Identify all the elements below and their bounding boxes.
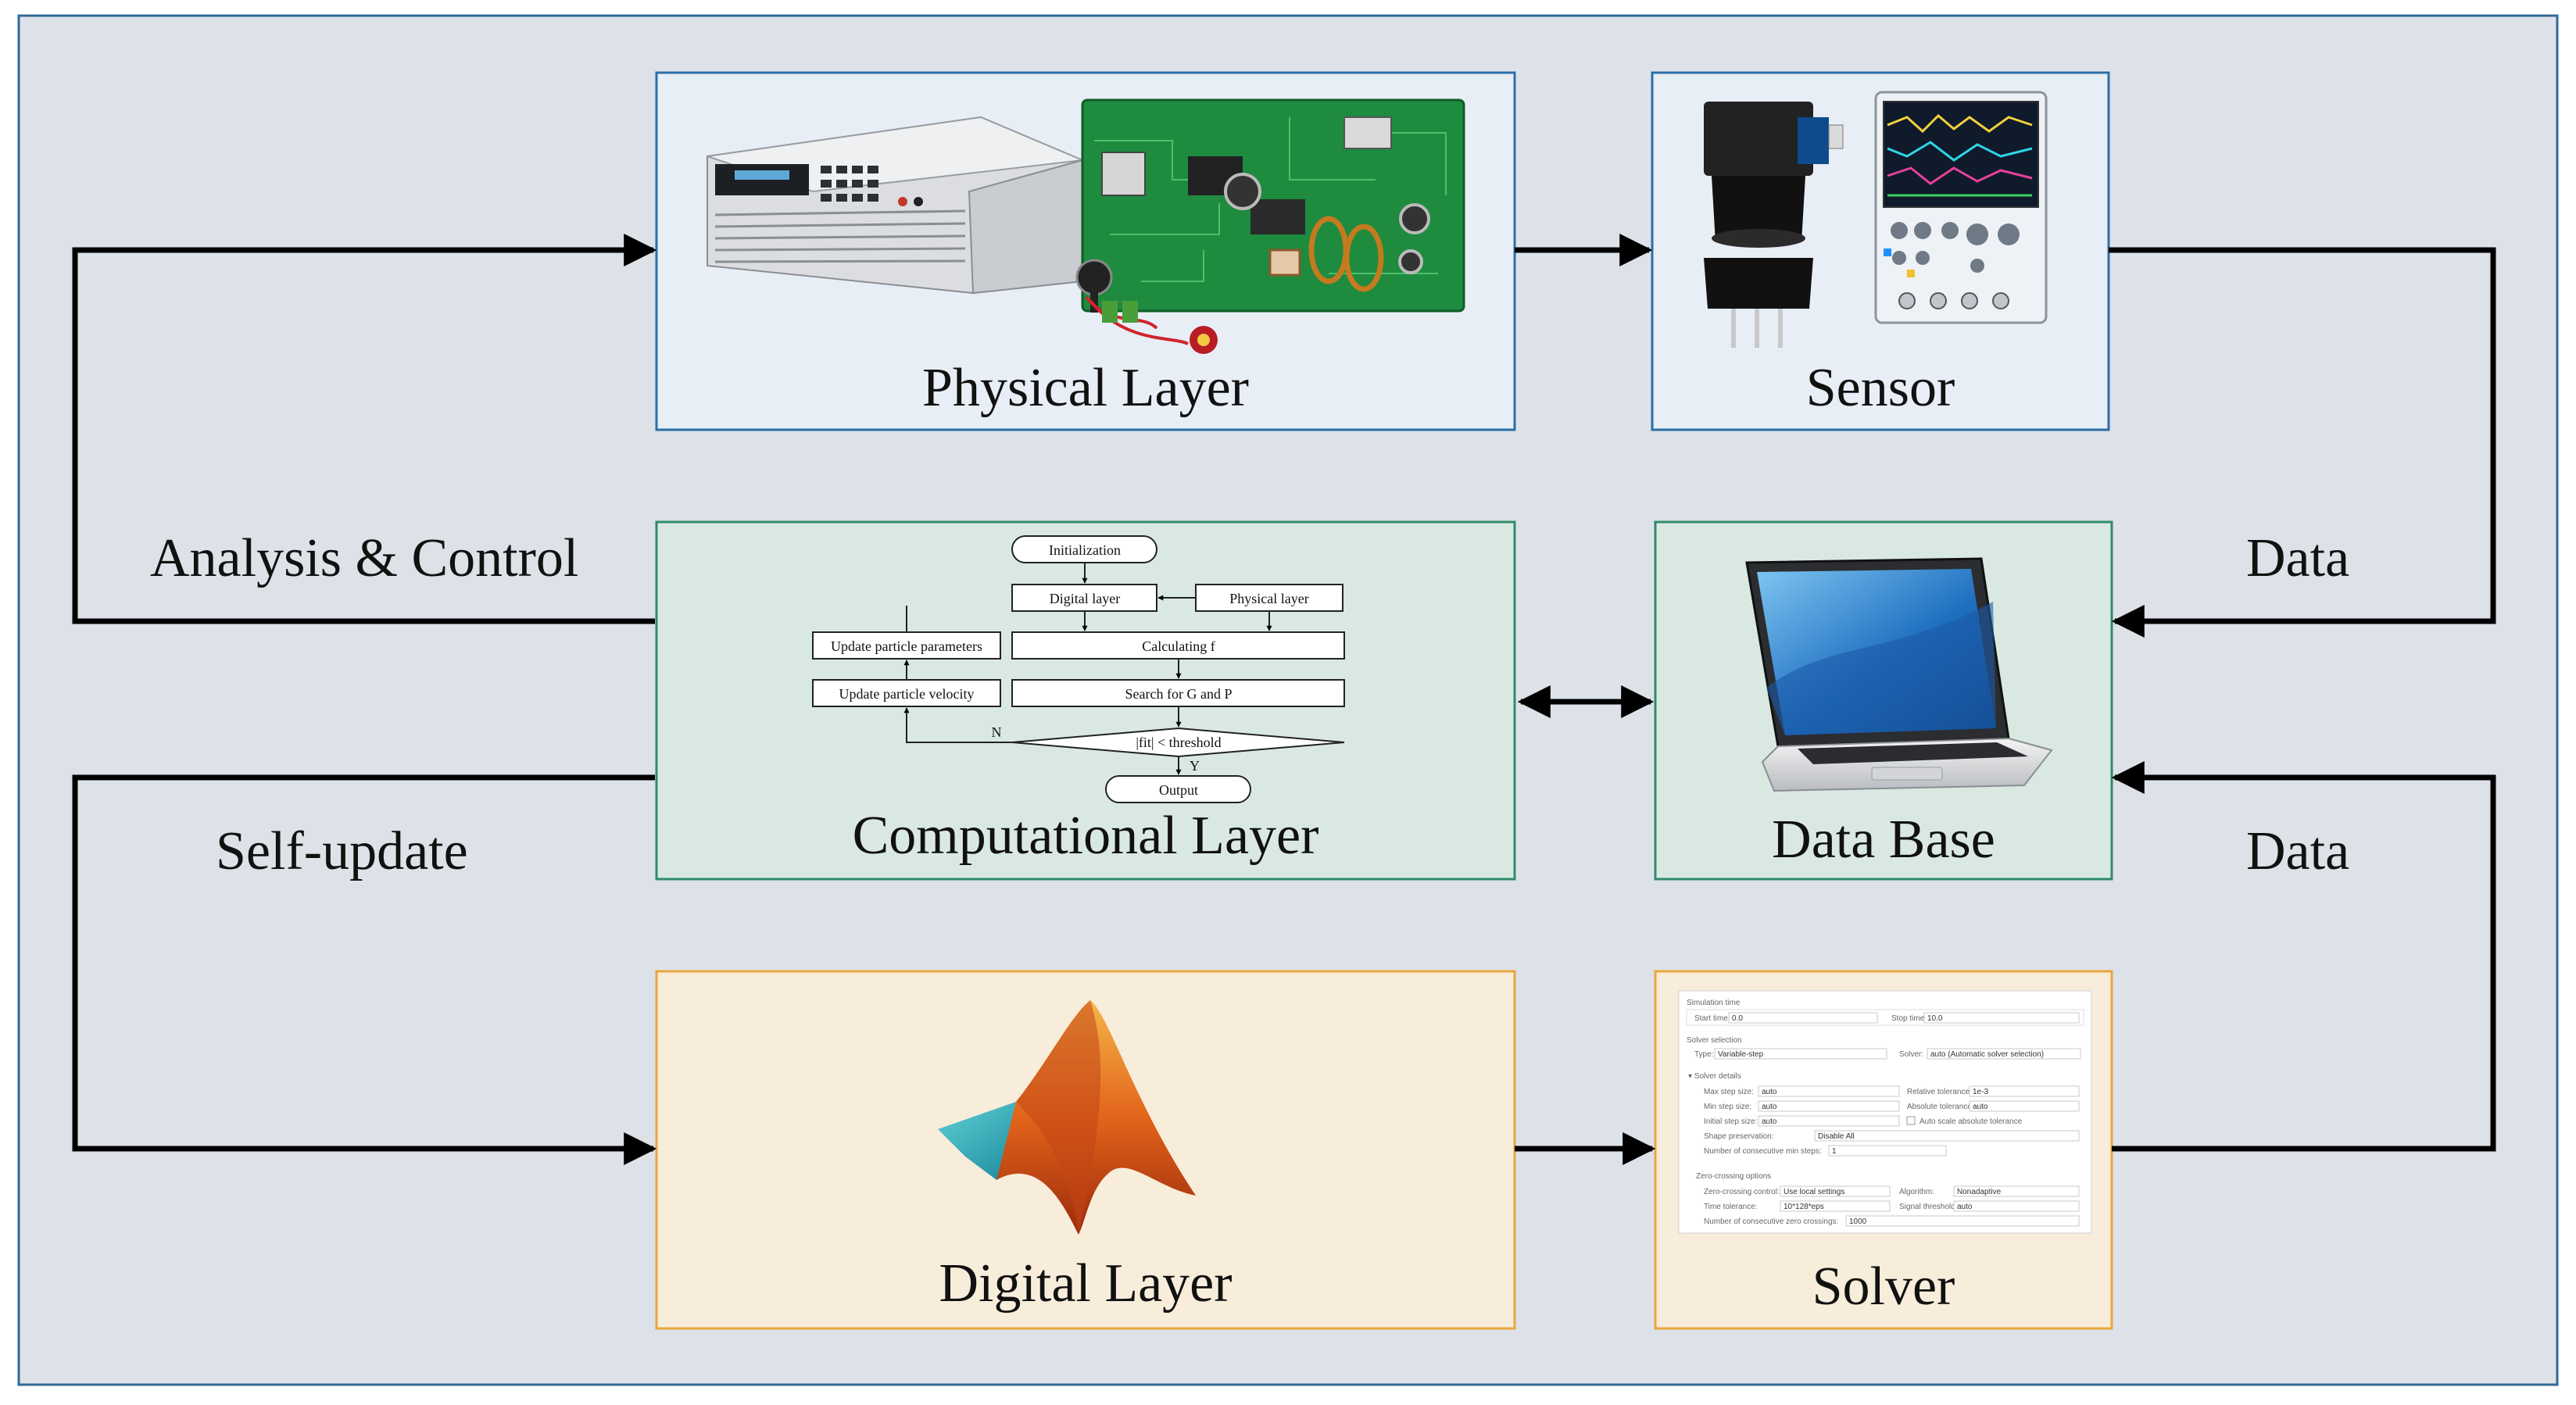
rel-tol-value: 1e-3 (1973, 1088, 1988, 1096)
fc-decision-label: |fit| < threshold (1136, 735, 1221, 750)
abs-tol-field[interactable] (1969, 1100, 2080, 1112)
time-tol-label: Time tolerance: (1704, 1203, 1758, 1211)
type-select[interactable] (1714, 1048, 1887, 1060)
time-tol-value: 10*128*eps (1784, 1203, 1824, 1211)
fc-digital-node (1011, 584, 1157, 612)
data-label-lower: Data (2246, 821, 2350, 881)
circuit-board-icon (1075, 98, 1465, 354)
fc-update-params-label: Update particle parameters (831, 638, 982, 654)
min-step-field[interactable] (1758, 1100, 1900, 1112)
solver-settings-panel: Simulation time Start time: 0.0 Stop tim… (1678, 990, 2092, 1234)
max-step-value: auto (1762, 1088, 1777, 1096)
arrow-analysis-control (72, 234, 657, 624)
data-label-upper: Data (2246, 528, 2350, 588)
min-step-label: Min step size: (1704, 1103, 1751, 1111)
arrow-sensor-to-database (2109, 247, 2496, 638)
optimization-flowchart: Initialization Digital layer Physical la… (812, 535, 1345, 803)
shape-label: Shape preservation: (1704, 1132, 1774, 1141)
fc-output-node (1105, 775, 1251, 803)
algorithm-value: Nonadaptive (1957, 1188, 2002, 1196)
fc-no-label: N (992, 724, 1002, 740)
solver-select[interactable] (1927, 1048, 2081, 1060)
matlab-logo-icon (938, 1000, 1196, 1235)
fc-calc-label: Calculating f (1142, 638, 1215, 654)
zc-control-label: Zero-crossing control: (1704, 1188, 1780, 1196)
type-label: Type: (1694, 1050, 1713, 1059)
fc-start-label: Initialization (1049, 542, 1121, 558)
solver-section-sim-time: Simulation time (1687, 999, 1741, 1007)
autoscale-label: Auto scale absolute tolerance (1919, 1117, 2023, 1126)
algorithm-select[interactable] (1953, 1185, 2080, 1197)
consec-zc-label: Number of consecutive zero crossings: (1704, 1217, 1838, 1226)
start-time-field[interactable] (1728, 1012, 1878, 1024)
time-tol-field[interactable] (1780, 1200, 1891, 1212)
fc-yes-label: Y (1190, 758, 1200, 774)
sensor-title: Sensor (1805, 358, 1955, 418)
arrow-solver-to-database (2111, 761, 2496, 1152)
consec-min-value: 1 (1832, 1147, 1837, 1156)
abs-tol-value: auto (1973, 1103, 1988, 1111)
signal-thr-field[interactable] (1953, 1200, 2080, 1212)
shape-value: Disable All (1818, 1132, 1855, 1141)
consec-zc-field[interactable] (1845, 1215, 2080, 1227)
fc-decision-node (1011, 727, 1345, 758)
signal-thr-label: Signal threshold: (1899, 1203, 1958, 1211)
consec-min-field[interactable] (1828, 1145, 1947, 1157)
autoscale-checkbox[interactable] (1906, 1116, 1916, 1125)
consec-zc-value: 1000 (1849, 1217, 1867, 1226)
solver-section-zero-crossing: Zero-crossing options (1696, 1172, 1771, 1181)
stop-time-value: 10.0 (1927, 1014, 1943, 1023)
fc-calc-node (1011, 631, 1345, 660)
rel-tol-label: Relative tolerance: (1907, 1088, 1972, 1096)
max-step-label: Max step size: (1704, 1088, 1754, 1096)
stop-time-label: Stop time: (1891, 1014, 1927, 1023)
arrow-self-update (72, 774, 657, 1165)
start-time-value: 0.0 (1732, 1014, 1743, 1023)
shape-select[interactable] (1814, 1130, 2080, 1142)
oscilloscope-icon (1874, 91, 2048, 324)
abs-tol-label: Absolute tolerance: (1907, 1103, 1974, 1111)
electronic-load-icon (707, 116, 1086, 295)
consec-min-label: Number of consecutive min steps: (1704, 1147, 1822, 1156)
init-step-field[interactable] (1758, 1115, 1900, 1127)
stop-time-field[interactable] (1923, 1012, 2080, 1024)
solver-label: Solver: (1899, 1050, 1923, 1059)
zc-control-select[interactable] (1780, 1185, 1891, 1197)
database-title: Data Base (1772, 810, 1995, 870)
start-time-label: Start time: (1694, 1014, 1730, 1023)
init-step-label: Initial step size: (1704, 1117, 1757, 1126)
init-step-value: auto (1762, 1117, 1777, 1126)
zc-control-value: Use local settings (1784, 1188, 1844, 1196)
connectors (72, 234, 2496, 1165)
fc-physical-label: Physical layer (1229, 591, 1308, 606)
solver-value: auto (Automatic solver selection) (1930, 1050, 2044, 1059)
self-update-label: Self-update (216, 821, 468, 881)
type-value: Variable-step (1718, 1050, 1764, 1059)
solver-section-selection: Solver selection (1687, 1036, 1742, 1045)
fc-digital-label: Digital layer (1050, 591, 1120, 606)
digital-layer-title: Digital Layer (939, 1253, 1233, 1314)
analysis-control-label: Analysis & Control (150, 528, 579, 588)
min-step-value: auto (1762, 1103, 1777, 1111)
fc-update-velocity-label: Update particle velocity (839, 686, 975, 702)
solver-title: Solver (1812, 1257, 1955, 1317)
laptop-icon (1745, 557, 2053, 792)
solver-section-details[interactable]: ▾ Solver details (1688, 1072, 1741, 1081)
max-step-field[interactable] (1758, 1085, 1900, 1097)
fc-update-velocity-node (812, 679, 1001, 707)
algorithm-label: Algorithm: (1899, 1188, 1934, 1196)
fc-search-label: Search for G and P (1125, 686, 1233, 702)
physical-layer-title: Physical Layer (922, 358, 1249, 418)
fc-output-label: Output (1159, 782, 1198, 798)
rel-tol-field[interactable] (1969, 1085, 2080, 1097)
signal-thr-value: auto (1957, 1203, 1973, 1211)
computational-layer-title: Computational Layer (852, 806, 1319, 866)
current-sensor-icon (1704, 102, 1844, 348)
